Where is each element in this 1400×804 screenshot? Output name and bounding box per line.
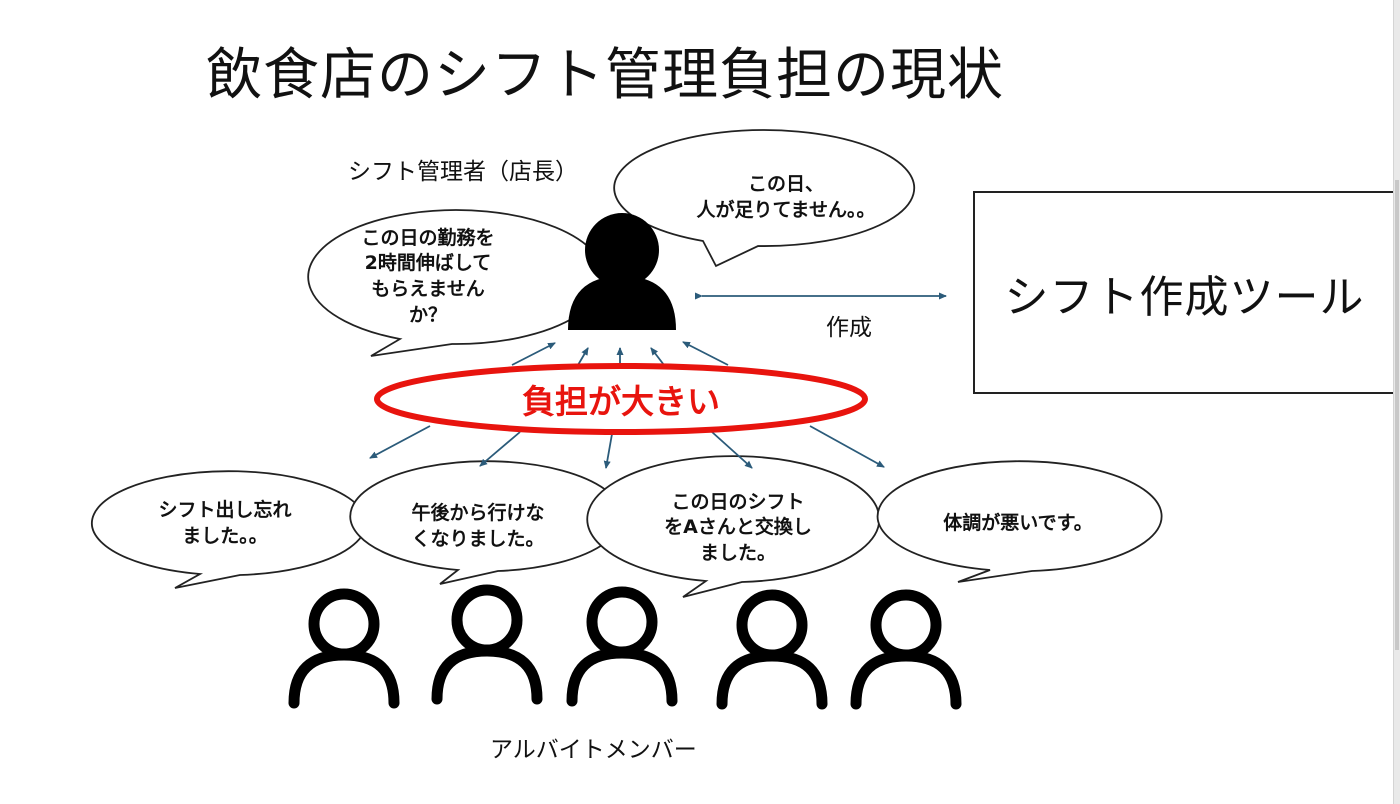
speech-bubble-shape [586,455,881,598]
member-person-icon [566,586,678,707]
arrows-to-members [369,425,885,469]
manager-person-icon [568,213,676,330]
speech-bubble-shape [613,129,916,268]
speech-bubble-shape [876,460,1163,583]
member-person-icon [850,589,962,710]
scrollbar-thumb[interactable] [1395,180,1399,650]
speech-bubble-shape [349,460,624,585]
scrollbar[interactable] [1393,0,1400,804]
shift-tool-box: シフト作成ツール [973,191,1396,394]
member-person-icon [288,588,400,709]
member-person-icon [716,589,828,710]
burden-label: 負担が大きい [522,382,720,421]
speech-bubble-shape [307,209,606,357]
member-person-icon [431,584,543,705]
burden-outline [374,363,868,435]
members-label: アルバイトメンバー [490,737,697,763]
speech-bubble-shape [91,470,367,589]
manager-label: シフト管理者（店長） [348,159,578,185]
arrows-to-manager [511,341,729,366]
page-title: 飲食店のシフト管理負担の現状 [206,43,1004,108]
create-label: 作成 [826,315,872,341]
shift-tool-label: シフト作成ツール [1004,271,1365,323]
